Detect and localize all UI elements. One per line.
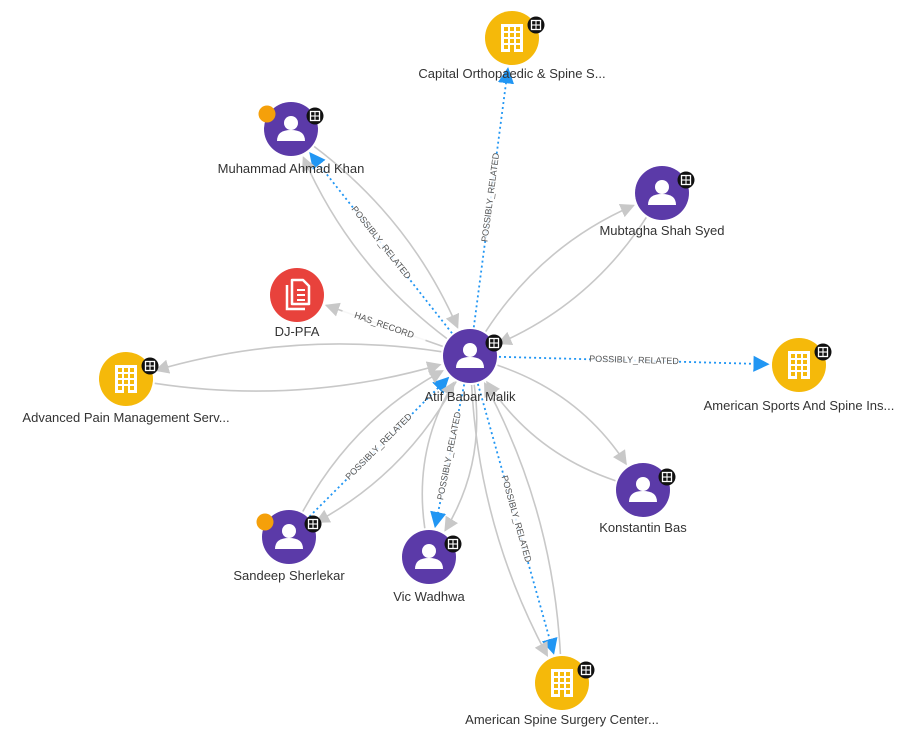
edge-label-group: POSSIBLY_RELATED <box>349 204 414 281</box>
node-atif[interactable] <box>443 329 503 383</box>
expand-icon[interactable] <box>304 515 322 533</box>
node-label: Muhammad Ahmad Khan <box>218 161 365 176</box>
node-label: Mubtagha Shah Syed <box>599 223 724 238</box>
node-muhammad[interactable] <box>258 102 324 156</box>
node-label: DJ-PFA <box>275 324 320 339</box>
edge-label-group: POSSIBLY_RELATED <box>343 411 414 482</box>
expand-icon[interactable] <box>658 468 676 486</box>
person-icon <box>275 524 303 549</box>
node-capital[interactable] <box>485 11 545 65</box>
node-label: Vic Wadhwa <box>393 589 465 604</box>
node-djpfa[interactable] <box>270 268 324 322</box>
edge-muhammad-to-atif[interactable] <box>313 145 460 329</box>
alert-dot-icon <box>258 105 276 123</box>
expand-icon[interactable] <box>527 16 545 34</box>
edge-label-group: POSSIBLY_RELATED <box>499 474 534 564</box>
person-icon <box>648 180 676 205</box>
edge-atif-to-muhammad[interactable] <box>301 156 448 340</box>
edge-vic-to-atif[interactable] <box>421 381 455 529</box>
edge-label-background <box>589 353 679 367</box>
person-icon <box>415 544 443 569</box>
node-label: American Spine Surgery Center... <box>465 712 659 727</box>
edge-atif-to-american_spine[interactable] <box>470 384 549 657</box>
node-label: American Sports And Spine Ins... <box>704 398 895 413</box>
node-advanced[interactable] <box>99 352 159 406</box>
edge-label-group: POSSIBLY_RELATED <box>434 410 464 501</box>
edge-label-background <box>479 153 502 242</box>
edge-mubtagha-to-atif[interactable] <box>497 216 647 346</box>
node-vic[interactable] <box>402 530 462 584</box>
edge-atif-to-konstantin[interactable] <box>497 364 627 466</box>
edge-label-group: POSSIBLY_RELATED <box>589 353 679 367</box>
edge-label-background <box>343 411 414 482</box>
alert-dot-icon <box>256 513 274 531</box>
person-icon <box>456 343 484 368</box>
expand-icon[interactable] <box>677 171 695 189</box>
edges-layer <box>154 67 770 657</box>
edge-label: POSSIBLY_RELATED <box>589 354 679 367</box>
edge-atif-to-vic[interactable] <box>444 384 478 532</box>
edge-label-background <box>499 475 534 563</box>
edge-atif-to-muhammad[interactable] <box>309 152 453 334</box>
edge-sandeep-to-atif[interactable] <box>302 370 444 512</box>
edge-atif-to-american_spine[interactable] <box>477 383 558 655</box>
edge-label: POSSIBLY_RELATED <box>500 474 534 564</box>
edge-label-background <box>349 204 413 281</box>
node-mubtagha[interactable] <box>635 166 695 220</box>
expand-icon[interactable] <box>306 107 324 125</box>
edge-atif-to-advanced[interactable] <box>154 343 442 374</box>
edge-label: POSSIBLY_RELATED <box>343 411 414 482</box>
node-label: Konstantin Bas <box>599 520 687 535</box>
building-icon <box>551 669 573 697</box>
node-konstantin[interactable] <box>616 463 676 517</box>
document-icon <box>285 278 311 311</box>
node-label: Sandeep Sherlekar <box>233 568 345 583</box>
edge-label: POSSIBLY_RELATED <box>350 204 414 281</box>
person-icon <box>277 116 305 141</box>
edge-advanced-to-atif[interactable] <box>154 361 442 392</box>
expand-icon[interactable] <box>814 343 832 361</box>
node-label: Advanced Pain Management Serv... <box>22 410 229 425</box>
node-american_spine[interactable] <box>535 656 595 710</box>
edge-label-group: POSSIBLY_RELATED <box>479 152 502 243</box>
edge-label-background <box>340 305 428 346</box>
edge-label-background <box>434 411 464 501</box>
node-label: Atif Babar Malik <box>424 389 516 404</box>
person-icon <box>629 477 657 502</box>
expand-icon[interactable] <box>141 357 159 375</box>
edge-konstantin-to-atif[interactable] <box>486 380 616 482</box>
building-icon <box>501 24 523 52</box>
expand-icon[interactable] <box>577 661 595 679</box>
node-sandeep[interactable] <box>256 510 322 564</box>
building-icon <box>788 351 810 379</box>
edge-label: POSSIBLY_RELATED <box>435 410 463 500</box>
node-american_sports[interactable] <box>772 338 832 392</box>
node-label: Capital Orthopaedic & Spine S... <box>418 66 605 81</box>
nodes-layer: Atif Babar Malik Capital Orthopaedic & Sp… <box>22 11 894 727</box>
edge-atif-to-mubtagha[interactable] <box>485 203 635 333</box>
edge-label: HAS_RECORD <box>353 310 416 340</box>
expand-icon[interactable] <box>485 334 503 352</box>
edge-atif-to-vic[interactable] <box>430 384 466 529</box>
expand-icon[interactable] <box>444 535 462 553</box>
edge-american_spine-to-atif[interactable] <box>483 382 562 655</box>
building-icon <box>115 365 137 393</box>
edge-label: POSSIBLY_RELATED <box>479 152 501 243</box>
